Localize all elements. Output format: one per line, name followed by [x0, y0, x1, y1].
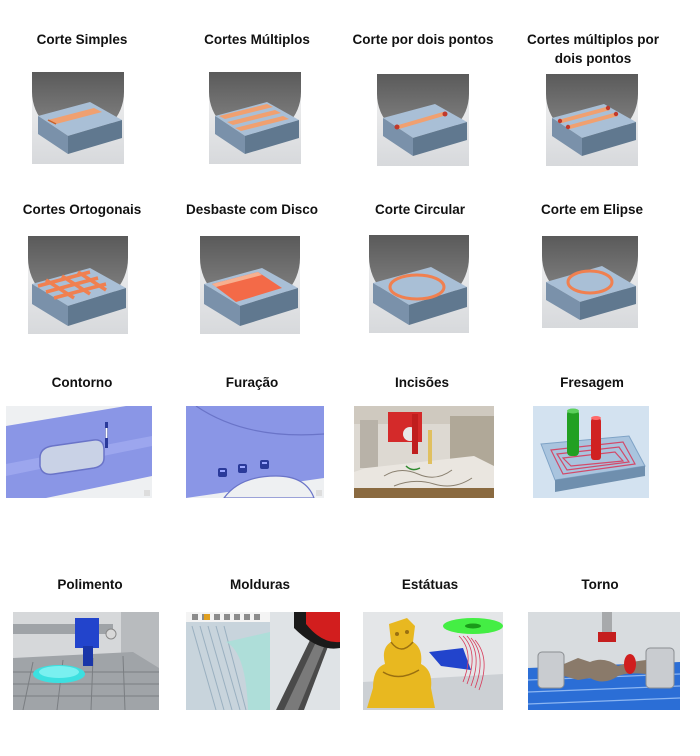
caption-furacao: Furação	[225, 375, 279, 390]
caption-molduras: Molduras	[229, 577, 290, 592]
polishing-icon[interactable]	[13, 612, 159, 710]
multiple-two-point-cuts-icon[interactable]	[546, 74, 638, 166]
multiple-straight-cuts-icon[interactable]	[209, 72, 301, 164]
engraving-icon[interactable]	[354, 406, 494, 498]
lathe-icon[interactable]	[528, 612, 680, 710]
straight-single-cut-icon[interactable]	[32, 72, 124, 164]
milling-icon[interactable]	[533, 406, 649, 498]
caption-corte-dois-pontos: Corte por dois pontos	[352, 32, 494, 47]
ellipse-cut-icon[interactable]	[542, 236, 638, 328]
caption-corte-simples: Corte Simples	[36, 32, 128, 47]
moldings-icon[interactable]	[186, 612, 340, 710]
caption-torno: Torno	[581, 577, 619, 592]
two-point-cut-icon[interactable]	[377, 74, 469, 166]
circular-cut-icon[interactable]	[369, 235, 469, 333]
caption-cortes-multiplos: Cortes Múltiplos	[204, 32, 310, 47]
drilling-icon[interactable]	[186, 406, 324, 498]
caption-polimento: Polimento	[57, 577, 123, 592]
caption-incisoes: Incisões	[394, 375, 450, 390]
caption-corte-elipse: Corte em Elipse	[540, 202, 644, 217]
caption-cortes-multiplos-dois-pontos: Cortes múltiplos por dois pontos	[526, 32, 659, 66]
disc-roughing-icon[interactable]	[200, 236, 300, 334]
caption-contorno: Contorno	[51, 375, 113, 390]
statues-icon[interactable]	[363, 612, 503, 710]
caption-estatuas: Estátuas	[401, 577, 459, 592]
caption-corte-circular: Corte Circular	[374, 202, 466, 217]
caption-desbaste-disco: Desbaste com Disco	[185, 202, 319, 217]
caption-cortes-ortogonais: Cortes Ortogonais	[22, 202, 142, 217]
contour-toolpath-icon[interactable]	[6, 406, 152, 498]
orthogonal-cuts-icon[interactable]	[28, 236, 128, 334]
caption-fresagem: Fresagem	[560, 375, 624, 390]
